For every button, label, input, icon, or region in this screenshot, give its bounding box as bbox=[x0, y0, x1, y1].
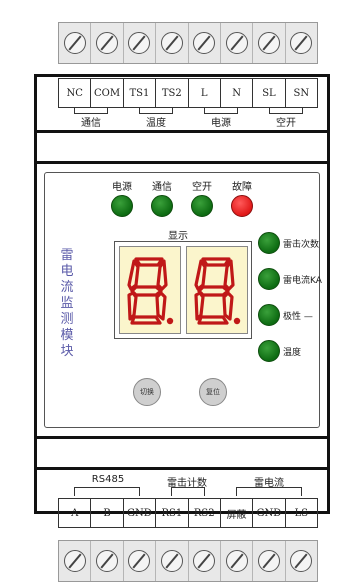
screw-icon bbox=[257, 32, 280, 54]
screw-icon bbox=[193, 550, 216, 572]
terminal-label: TS1 bbox=[124, 79, 157, 107]
terminal-label: A bbox=[59, 499, 92, 527]
group-label: 雷电流 bbox=[254, 478, 284, 489]
screw-icon bbox=[96, 550, 119, 572]
terminal-label: RS2 bbox=[189, 499, 221, 527]
group-bracket bbox=[74, 108, 108, 114]
divider-panel-top bbox=[34, 161, 330, 164]
terminal-label: LS bbox=[294, 507, 309, 519]
screw-icon bbox=[160, 32, 183, 54]
indicator-label: 雷击次数 bbox=[283, 240, 320, 250]
terminal-label: COM bbox=[91, 79, 124, 107]
terminal-label: L bbox=[189, 79, 221, 107]
comm-led bbox=[151, 195, 173, 217]
indicator-label: 雷电流KA bbox=[283, 276, 322, 286]
screw-icon bbox=[225, 32, 248, 54]
reset-button[interactable]: 复位 bbox=[199, 378, 227, 406]
divider-top bbox=[34, 130, 330, 133]
screw-icon bbox=[96, 32, 119, 54]
top-screw-strip bbox=[58, 22, 318, 64]
polarity-indicator-led bbox=[258, 304, 280, 326]
digit-eight-icon bbox=[127, 257, 174, 325]
digit-eight-icon bbox=[194, 257, 241, 325]
screw-icon bbox=[160, 550, 183, 572]
screw-icon bbox=[63, 550, 86, 572]
screw-icon bbox=[128, 32, 151, 54]
strike-count-indicator-led bbox=[258, 232, 280, 254]
terminal-label: SN bbox=[293, 87, 310, 99]
power-led bbox=[111, 195, 133, 217]
terminal-label: GND bbox=[124, 499, 157, 527]
module-title: 雷电流监测模块 bbox=[60, 248, 74, 359]
terminal-label: GND bbox=[253, 499, 286, 527]
screw-icon bbox=[63, 32, 86, 54]
group-label: 温度 bbox=[146, 118, 166, 129]
group-label: 电源 bbox=[211, 118, 231, 129]
group-label: RS485 bbox=[91, 474, 125, 485]
indicator-label: 极性 — bbox=[283, 312, 313, 322]
screw-icon bbox=[257, 550, 280, 572]
divider-bottom bbox=[34, 467, 330, 470]
group-bracket bbox=[269, 108, 303, 114]
group-bracket bbox=[236, 487, 302, 496]
screw-icon bbox=[128, 550, 151, 572]
led-label-fault: 故障 bbox=[232, 182, 252, 193]
top-terminal-row: NC COM TS1 TS2 L N SL SN bbox=[58, 78, 318, 108]
group-bracket bbox=[204, 108, 238, 114]
screw-icon bbox=[225, 550, 248, 572]
group-label: 空开 bbox=[276, 118, 296, 129]
switch-button[interactable]: 切换 bbox=[133, 378, 161, 406]
group-bracket bbox=[139, 108, 173, 114]
group-bracket bbox=[74, 487, 140, 496]
breaker-led bbox=[191, 195, 213, 217]
terminal-label: SL bbox=[253, 79, 286, 107]
led-label-breaker: 空开 bbox=[192, 182, 212, 193]
terminal-label: TS2 bbox=[156, 79, 189, 107]
seven-segment-display bbox=[114, 241, 252, 339]
indicator-label: 温度 bbox=[283, 348, 302, 358]
terminal-label: N bbox=[221, 79, 254, 107]
group-label: 雷击计数 bbox=[167, 478, 207, 489]
terminal-label: RS1 bbox=[156, 499, 189, 527]
divider-panel-bottom bbox=[34, 436, 330, 439]
group-bracket bbox=[171, 487, 205, 496]
display-label: 显示 bbox=[168, 231, 188, 242]
digit-left bbox=[119, 246, 181, 334]
bottom-screw-strip bbox=[58, 540, 318, 582]
digit-right bbox=[186, 246, 248, 334]
bottom-terminal-row: A B GND RS1 RS2 屏蔽 GND LS bbox=[58, 498, 318, 528]
temperature-indicator-led bbox=[258, 340, 280, 362]
group-label: 通信 bbox=[81, 118, 101, 129]
screw-icon bbox=[290, 550, 313, 572]
terminal-label: 屏蔽 bbox=[221, 499, 254, 527]
led-label-comm: 通信 bbox=[152, 182, 172, 193]
screw-icon bbox=[193, 32, 216, 54]
terminal-label: B bbox=[91, 499, 124, 527]
screw-icon bbox=[290, 32, 313, 54]
terminal-label: NC bbox=[59, 79, 92, 107]
current-indicator-led bbox=[258, 268, 280, 290]
fault-led bbox=[231, 195, 253, 217]
led-label-power: 电源 bbox=[112, 182, 132, 193]
